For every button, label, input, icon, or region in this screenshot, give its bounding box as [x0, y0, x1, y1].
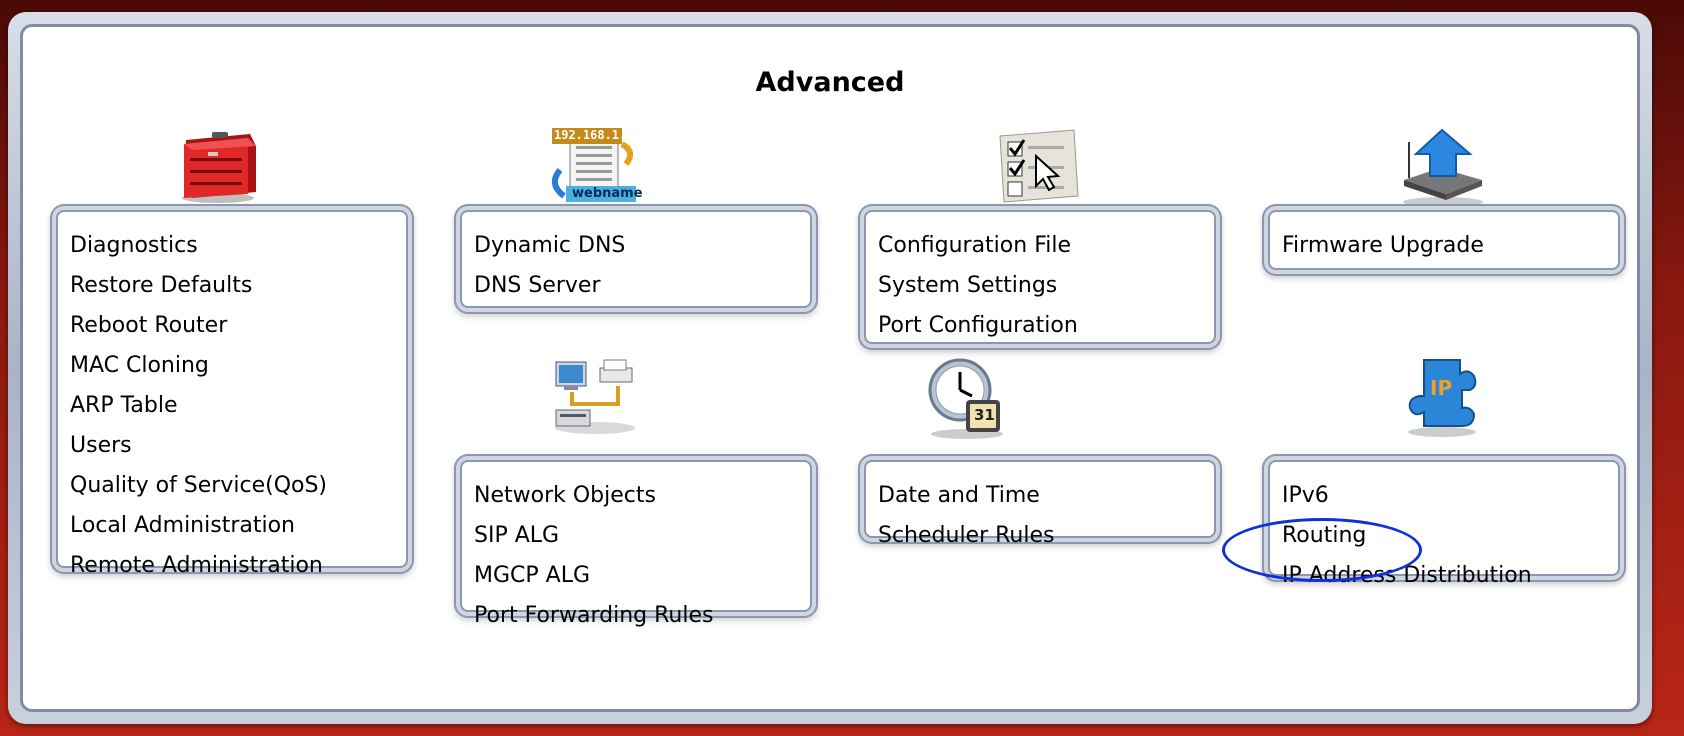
ipv6-link[interactable]: IPv6: [1282, 483, 1329, 508]
ip-puzzle-icon: IP: [1400, 354, 1484, 438]
port-forwarding-rules-link[interactable]: Port Forwarding Rules: [474, 603, 714, 628]
configuration-file-link[interactable]: Configuration File: [878, 233, 1072, 258]
tools-menu-box: Diagnostics Restore Defaults Reboot Rout…: [56, 210, 408, 578]
mgcp-alg-link[interactable]: MGCP ALG: [474, 563, 591, 588]
ip-puzzle-label: IP: [1430, 376, 1453, 400]
dns-server-link[interactable]: DNS Server: [474, 273, 601, 298]
clock-calendar-icon: 31: [924, 356, 1010, 440]
arp-table-link[interactable]: ARP Table: [70, 393, 178, 418]
date-and-time-link[interactable]: Date and Time: [878, 483, 1040, 508]
checklist-cursor-icon: [996, 126, 1082, 206]
scheduler-rules-link[interactable]: Scheduler Rules: [878, 523, 1055, 548]
network-menu-box: Network Objects SIP ALG MGCP ALG Port Fo…: [460, 460, 812, 628]
ip-address-label: 192.168.1.1: [554, 128, 634, 142]
network-objects-link[interactable]: Network Objects: [474, 483, 656, 508]
remote-administration-link[interactable]: Remote Administration: [70, 553, 323, 578]
sip-alg-link[interactable]: SIP ALG: [474, 523, 560, 548]
firmware-menu-box: Firmware Upgrade: [1268, 210, 1620, 270]
mac-cloning-link[interactable]: MAC Cloning: [70, 353, 209, 378]
calendar-day-label: 31: [974, 406, 995, 424]
firmware-upgrade-link[interactable]: Firmware Upgrade: [1282, 233, 1484, 258]
system-settings-link[interactable]: System Settings: [878, 273, 1058, 298]
webname-label: webname: [572, 186, 643, 201]
config-menu-box: Configuration File System Settings Port …: [864, 210, 1216, 344]
page-title: Advanced: [755, 67, 905, 98]
port-configuration-link[interactable]: Port Configuration: [878, 313, 1078, 338]
dynamic-dns-link[interactable]: Dynamic DNS: [474, 233, 626, 258]
dns-menu-box: Dynamic DNS DNS Server: [460, 210, 812, 308]
routing-link[interactable]: Routing: [1282, 523, 1367, 548]
time-menu-box: Date and Time Scheduler Rules: [864, 460, 1216, 548]
qos-link[interactable]: Quality of Service(QoS): [70, 473, 328, 498]
ip-address-distribution-link[interactable]: IP Address Distribution: [1282, 563, 1532, 588]
ip-menu-box: IPv6 Routing IP Address Distribution: [1268, 460, 1620, 588]
reboot-router-link[interactable]: Reboot Router: [70, 313, 228, 338]
network-devices-icon: [548, 356, 642, 436]
toolbox-icon: [176, 128, 260, 204]
local-administration-link[interactable]: Local Administration: [70, 513, 295, 538]
users-link[interactable]: Users: [70, 433, 132, 458]
diagnostics-link[interactable]: Diagnostics: [70, 233, 198, 258]
dns-webname-icon: 192.168.1.1 webname: [548, 126, 643, 206]
router-upload-icon: [1398, 128, 1488, 208]
restore-defaults-link[interactable]: Restore Defaults: [70, 273, 253, 298]
